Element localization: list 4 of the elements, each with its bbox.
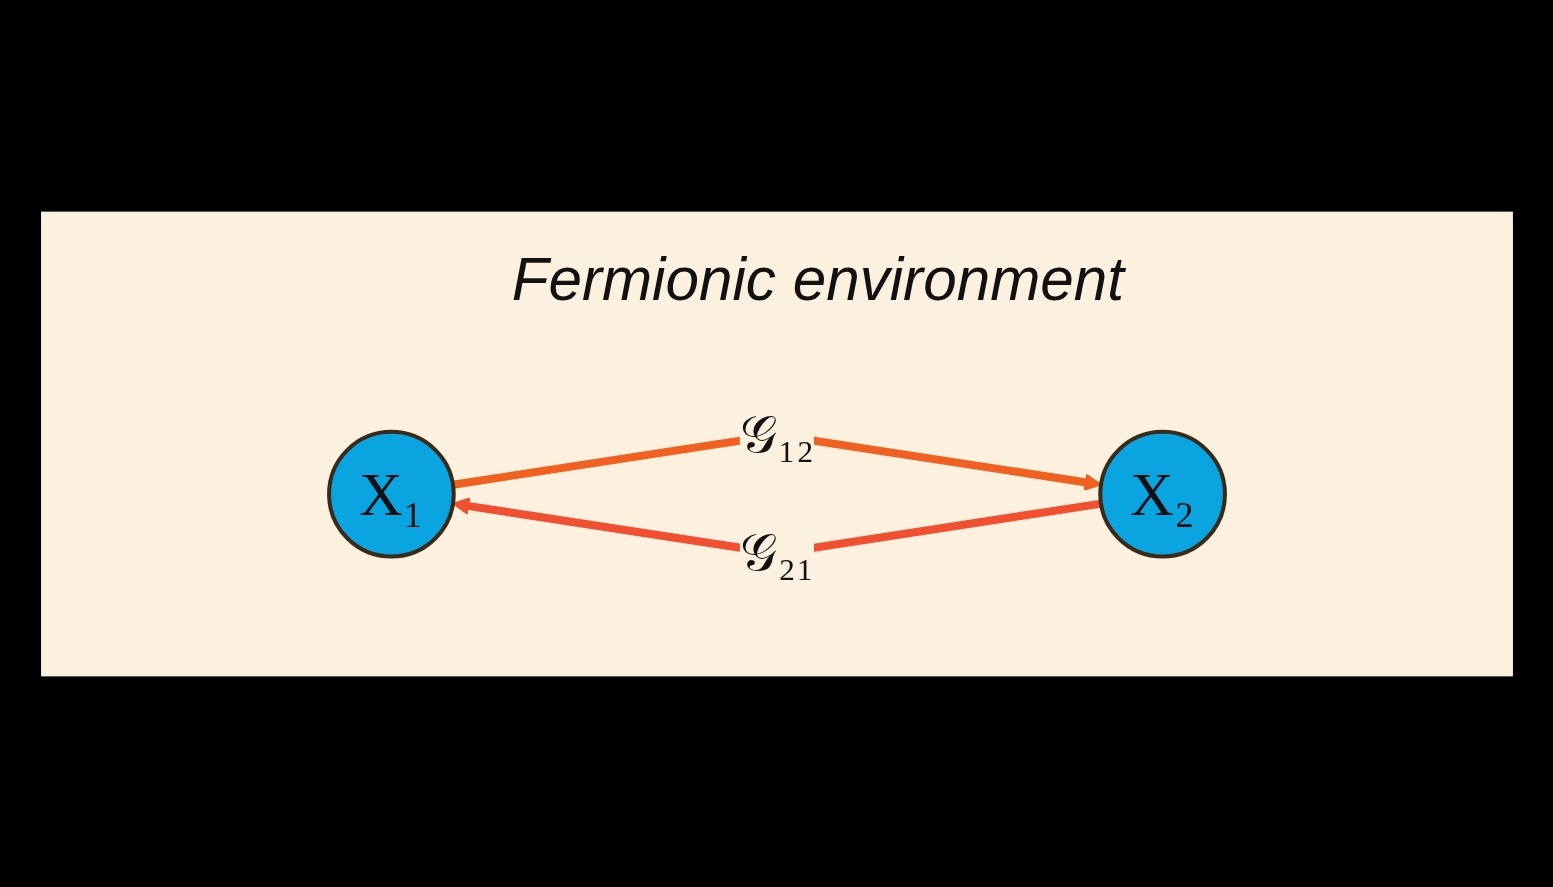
edge-label: 𝒢₂₁ (739, 523, 814, 582)
node-circle: X₁ (326, 429, 456, 559)
edge-label: 𝒢₁₂ (739, 405, 814, 464)
node-circle: X₂ (1097, 429, 1227, 559)
